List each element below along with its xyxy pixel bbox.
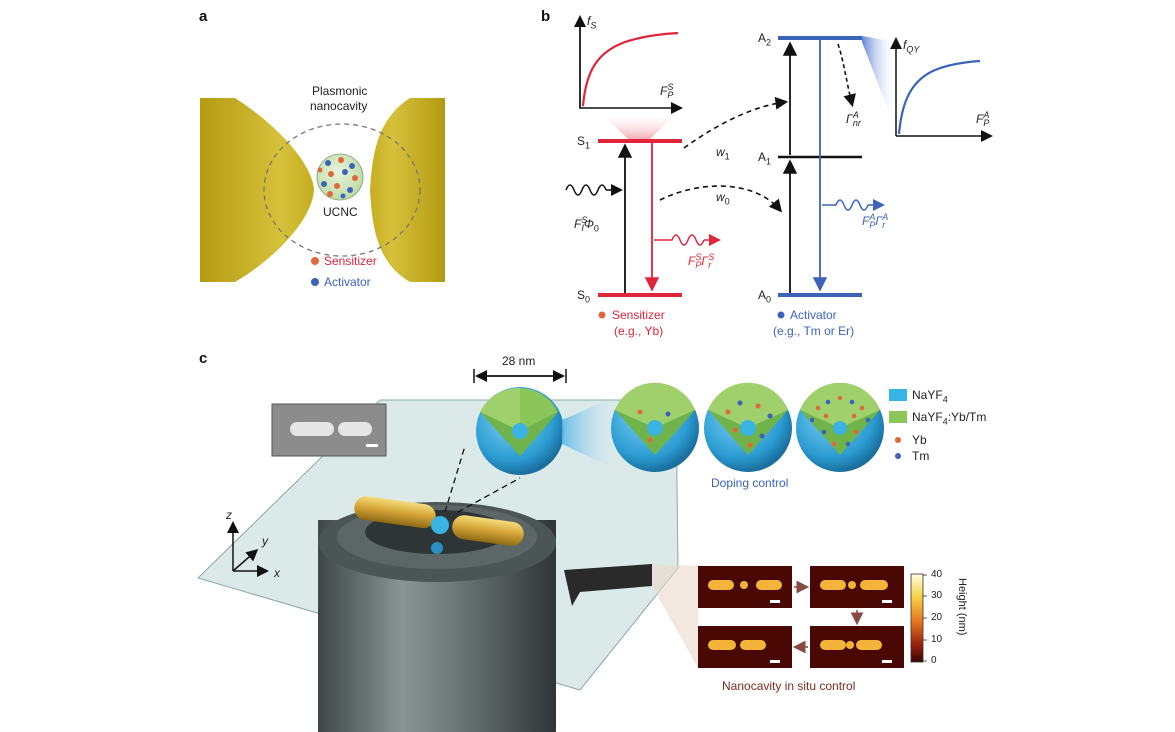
cbar-tick-30: 30: [931, 590, 943, 601]
colorbar-ticks: [923, 574, 927, 662]
legend-doped-swatch: [889, 411, 907, 423]
funnel-c: [562, 398, 612, 468]
activator-b-dot: [777, 311, 785, 319]
nonrad-arrow: [837, 43, 856, 108]
panel-label-c: c: [199, 350, 208, 367]
colorbar-title: Height (nm): [956, 578, 968, 636]
panel-label-a: a: [199, 8, 208, 25]
cbar-tick-10: 10: [931, 634, 943, 645]
afm-image-2: [810, 566, 904, 608]
legend-yb-label: Yb: [912, 433, 927, 447]
sensitizer-legend-label: Sensitizer: [324, 254, 377, 268]
a-emission-wave: [822, 199, 869, 211]
funnel-a: [862, 36, 896, 130]
sphere-doping-3: [796, 382, 884, 472]
w0-label: w0: [716, 190, 730, 207]
inset-a-curve: [897, 59, 981, 135]
insitu-label: Nanocavity in situ control: [722, 679, 856, 693]
panel-c-graphic: [197, 369, 927, 732]
ucnc-label: UCNC: [323, 205, 358, 219]
inset-a-ylabel: fQY: [903, 38, 920, 55]
panel-b-graphic: [565, 15, 993, 319]
inset-a-xlabel: FAP: [976, 110, 990, 129]
level-s1: S1: [577, 134, 591, 151]
s-emission-wave: [654, 234, 705, 246]
level-a0: A0: [758, 288, 772, 305]
axis-x-label: x: [274, 566, 280, 580]
scale-label: 28 nm: [502, 354, 536, 368]
activator-emission-label: FAPΓAr: [862, 212, 889, 231]
sensitizer-caption: Sensitizer: [612, 308, 665, 322]
afm-image-3: [810, 626, 904, 668]
sensitizer-emission-label: FSPΓSr: [688, 252, 715, 271]
afm-image-4: [698, 626, 792, 668]
left-metal-lobe: [200, 98, 314, 282]
cavity-label-line2: nanocavity: [310, 99, 368, 113]
nanorod-left: [354, 496, 436, 529]
legend-nayf4-swatch: [889, 389, 907, 401]
legend-yb-dot: [895, 437, 901, 443]
level-s0: S0: [577, 288, 591, 305]
cbar-tick-20: 20: [931, 612, 943, 623]
sphere-doping-2: [704, 382, 792, 472]
cavity-label-line1: Plasmonic: [312, 84, 368, 98]
height-colorbar: [910, 573, 924, 663]
sphere-doping-1: [611, 382, 699, 472]
activator-caption: Activator: [790, 308, 837, 322]
w0-arrow: [659, 185, 783, 213]
afm-funnel: [652, 564, 698, 668]
panel-label-b: b: [541, 8, 551, 25]
activator-legend-dot: [311, 278, 319, 286]
activator-legend-label: Activator: [324, 275, 371, 289]
right-metal-lobe: [370, 98, 445, 282]
panel-a-graphic: [200, 98, 445, 286]
ucnc-dots: [317, 157, 358, 199]
axis-y-label: y: [262, 534, 268, 548]
sensitizer-b-dot: [598, 311, 606, 319]
legend-tm-dot: [895, 453, 901, 459]
inset-s-xlabel: FSP: [660, 82, 674, 101]
excitation-label: FSIΦ0: [574, 215, 599, 234]
nanoparticle: [431, 516, 449, 534]
level-a1: A1: [758, 150, 772, 167]
w1-arrow: [683, 96, 789, 149]
activator-example: (e.g., Tm or Er): [773, 324, 855, 338]
excitation-wave: [565, 184, 607, 196]
xyz-axes: [227, 521, 269, 577]
w1-label: w1: [716, 145, 730, 162]
legend-doped-label: NaYF4:Yb/Tm: [912, 410, 987, 427]
inset-s-curve: [581, 31, 679, 107]
scale-bar-28nm: [473, 369, 567, 383]
doping-control-label: Doping control: [711, 476, 789, 490]
nanorod-right: [452, 515, 524, 546]
cbar-tick-0: 0: [931, 655, 937, 666]
inset-s-ylabel: fS: [587, 14, 597, 31]
cbar-tick-40: 40: [931, 569, 943, 580]
sensitizer-example: (e.g., Yb): [614, 324, 664, 338]
legend-nayf4-label: NaYF4: [912, 388, 948, 405]
axis-z-label: z: [226, 508, 232, 522]
cavity-outline: [263, 123, 421, 257]
afm-image-1: [698, 566, 792, 608]
afm-cantilever: [564, 564, 652, 606]
level-a2: A2: [758, 31, 772, 48]
legend-tm-label: Tm: [912, 449, 930, 463]
nonrad-label: ΓAnr: [846, 110, 861, 129]
sensitizer-legend-dot: [311, 257, 319, 265]
sphere-zoom-line: [457, 477, 521, 513]
core-shell-sphere-large: [476, 387, 564, 475]
sem-zoom-line: [444, 445, 466, 513]
funnel-s: [600, 112, 678, 141]
